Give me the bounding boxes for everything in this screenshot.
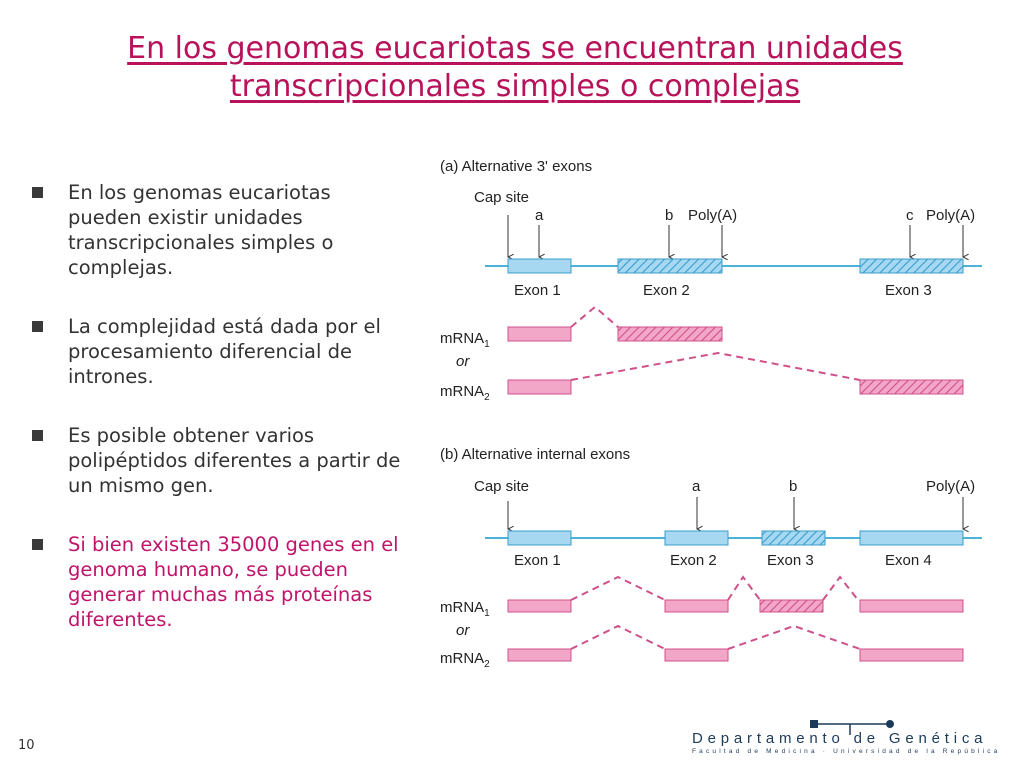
exon-3-box bbox=[859, 258, 964, 274]
panel-b-marker-a: a bbox=[692, 478, 701, 495]
mrna2-exon-1 bbox=[507, 379, 572, 395]
mrna1-splice-a bbox=[570, 305, 619, 328]
bullet-text: En los genomas eucariotas pueden existir… bbox=[68, 181, 334, 279]
mrna2-exon-3 bbox=[859, 379, 964, 395]
panel-b: (b) Alternative internal exons Cap site … bbox=[440, 446, 982, 670]
mrna1-exon-1 bbox=[507, 326, 572, 342]
bullet-item: La complejidad está dada por el procesam… bbox=[30, 314, 410, 389]
slide-title: En los genomas eucariotas se encuentran … bbox=[127, 31, 903, 104]
exon-3-label-b: Exon 3 bbox=[767, 552, 814, 569]
panel-a-marker-c: c bbox=[906, 207, 914, 224]
or-label-a: or bbox=[456, 353, 470, 370]
mrna1-label-a: mRNA1 bbox=[440, 330, 490, 350]
mrna2-b-exon-2 bbox=[664, 648, 729, 662]
department-name: Departamento de Genética bbox=[692, 730, 988, 747]
panel-a-title: (a) Alternative 3' exons bbox=[440, 158, 592, 175]
panel-a-cap-site-label: Cap site bbox=[474, 189, 529, 206]
bullet-list: En los genomas eucariotas pueden existir… bbox=[30, 180, 410, 666]
bullet-text: La complejidad está dada por el procesam… bbox=[68, 315, 381, 388]
bullet-square-icon bbox=[32, 539, 43, 550]
exon-2-label: Exon 2 bbox=[643, 282, 690, 299]
panel-a-marker-b: b bbox=[665, 207, 673, 224]
bullet-square-icon bbox=[32, 321, 43, 332]
panel-a: (a) Alternative 3' exons Cap site a b Po… bbox=[440, 158, 982, 403]
panel-b-title: (b) Alternative internal exons bbox=[440, 446, 630, 463]
exon-2-label-b: Exon 2 bbox=[670, 552, 717, 569]
mrna2-label-b: mRNA2 bbox=[440, 650, 490, 670]
splicing-diagram: (a) Alternative 3' exons Cap site a b Po… bbox=[440, 158, 982, 670]
mrna1-b-splice-2 bbox=[727, 575, 761, 601]
panel-b-marker-b: b bbox=[789, 478, 797, 495]
mrna2-b-splice-1 bbox=[570, 624, 666, 650]
exon-3-box-b bbox=[761, 530, 826, 546]
mrna1-b-exon-4 bbox=[859, 599, 964, 613]
bullet-item-highlighted: Si bien existen 35000 genes en el genoma… bbox=[30, 532, 410, 632]
mrna1-b-splice-1 bbox=[570, 575, 666, 601]
exon-4-box-b bbox=[859, 530, 964, 546]
mrna1-label-b: mRNA1 bbox=[440, 599, 490, 619]
panel-b-marker-polya: Poly(A) bbox=[926, 478, 975, 495]
panel-b-cap-site-label: Cap site bbox=[474, 478, 529, 495]
panel-a-marker-polya-2: Poly(A) bbox=[926, 207, 975, 224]
department-subtitle: Facultad de Medicina · Universidad de la… bbox=[692, 748, 1001, 755]
bullet-item: En los genomas eucariotas pueden existir… bbox=[30, 180, 410, 280]
exon-1-box bbox=[507, 258, 572, 274]
exon-2-box bbox=[617, 258, 723, 274]
mrna1-b-exon-3 bbox=[759, 599, 824, 613]
mrna2-splice-a bbox=[570, 351, 861, 381]
exon-1-label: Exon 1 bbox=[514, 282, 561, 299]
panel-a-marker-polya-1: Poly(A) bbox=[688, 207, 737, 224]
bullet-item: Es posible obtener varios polipéptidos d… bbox=[30, 423, 410, 498]
exon-1-box-b bbox=[507, 530, 572, 546]
mrna1-b-exon-2 bbox=[664, 599, 729, 613]
mrna2-label-a: mRNA2 bbox=[440, 383, 490, 403]
exon-1-label-b: Exon 1 bbox=[514, 552, 561, 569]
mrna1-b-splice-3 bbox=[822, 575, 859, 601]
mrna1-b-exon-1 bbox=[507, 599, 572, 613]
exon-3-label: Exon 3 bbox=[885, 282, 932, 299]
panel-a-marker-a: a bbox=[535, 207, 544, 224]
logo-mark-icon bbox=[810, 720, 894, 735]
mrna2-b-splice-2 bbox=[727, 624, 861, 650]
exon-4-label-b: Exon 4 bbox=[885, 552, 932, 569]
bullet-text: Es posible obtener varios polipéptidos d… bbox=[68, 424, 401, 497]
mrna2-b-exon-1 bbox=[507, 648, 572, 662]
or-label-b: or bbox=[456, 622, 470, 639]
exon-2-box-b bbox=[664, 530, 729, 546]
bullet-square-icon bbox=[32, 187, 43, 198]
mrna1-exon-2 bbox=[617, 326, 723, 342]
bullet-square-icon bbox=[32, 430, 43, 441]
department-logo: Departamento de Genética Facultad de Med… bbox=[690, 715, 997, 765]
mrna2-b-exon-4 bbox=[859, 648, 964, 662]
slide-number: 10 bbox=[18, 738, 35, 753]
bullet-text: Si bien existen 35000 genes en el genoma… bbox=[68, 533, 399, 631]
